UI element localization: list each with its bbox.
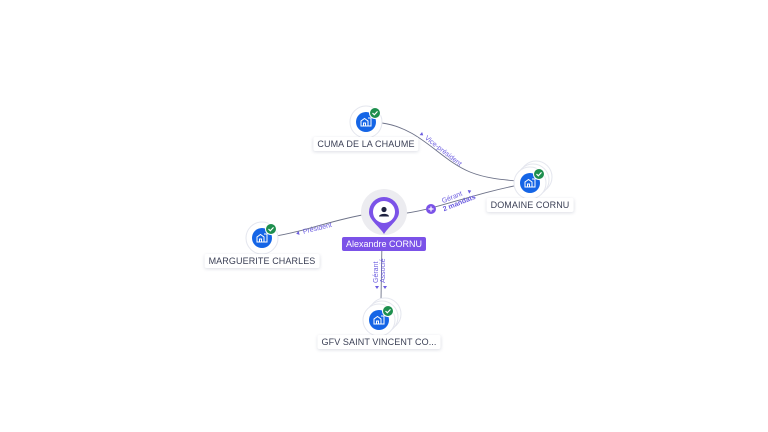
- edge-label-vice-president: Vice-président: [419, 131, 463, 168]
- arrow-icon: [383, 286, 387, 289]
- building-icon: [373, 315, 385, 325]
- company-node-domaine[interactable]: [513, 160, 553, 200]
- verified-check-icon: [369, 107, 381, 119]
- company-label-gfv[interactable]: GFV SAINT VINCENT CO...: [317, 335, 441, 349]
- verified-check-icon: [265, 223, 277, 235]
- arrow-icon: [467, 189, 472, 194]
- arrow-icon: [419, 131, 424, 136]
- edge-label-gerant-associe: Gérant Associé: [373, 258, 387, 283]
- edge-center-domaine: [397, 183, 525, 215]
- company-node-gfv[interactable]: [362, 297, 402, 337]
- plus-icon: [428, 206, 434, 212]
- building-icon: [524, 178, 536, 188]
- expand-mandats-button[interactable]: [426, 204, 436, 214]
- building-icon: [360, 117, 372, 127]
- edge-cuma-domaine: [381, 122, 529, 183]
- svg-text:Gérant: Gérant: [373, 262, 380, 283]
- svg-text:Associé: Associé: [380, 258, 387, 283]
- edge-label-president: Président: [296, 222, 333, 236]
- svg-text:Président: Président: [302, 222, 332, 236]
- person-label-center[interactable]: Alexandre CORNU: [341, 237, 427, 251]
- company-node-marguerite[interactable]: [245, 221, 279, 255]
- person-node-center[interactable]: [361, 189, 407, 235]
- edge-label-gerant-mandats: Gérant 2 mandats: [441, 189, 477, 213]
- svg-text:Vice-président: Vice-président: [423, 135, 463, 168]
- company-label-marguerite[interactable]: MARGUERITE CHARLES: [204, 254, 320, 268]
- company-label-domaine[interactable]: DOMAINE CORNU: [486, 198, 574, 212]
- company-label-cuma[interactable]: CUMA DE LA CHAUME: [313, 137, 419, 151]
- person-icon: [379, 206, 389, 217]
- arrow-icon: [375, 286, 379, 289]
- company-node-cuma[interactable]: [349, 105, 383, 139]
- arrow-icon: [296, 231, 300, 235]
- verified-check-icon: [533, 168, 545, 180]
- verified-check-icon: [382, 305, 394, 317]
- building-icon: [256, 233, 268, 243]
